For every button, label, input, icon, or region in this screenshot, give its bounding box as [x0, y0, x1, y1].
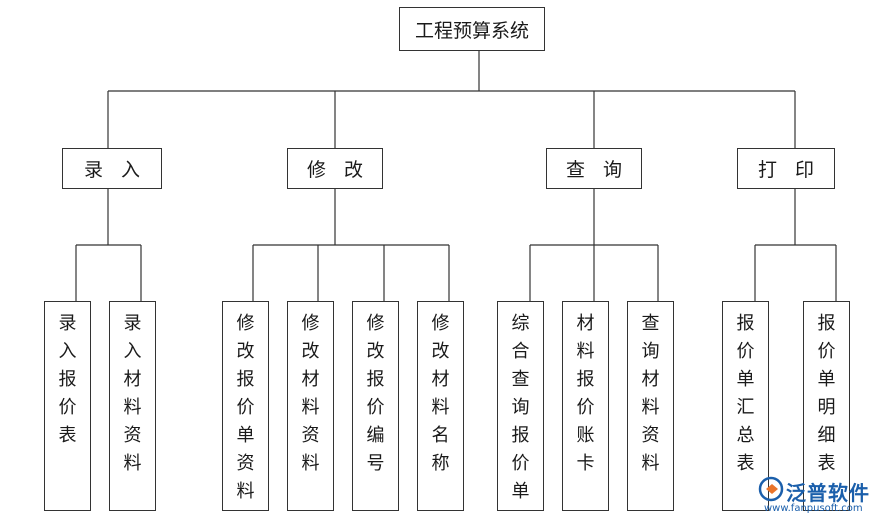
leaf-node: 报价单汇总表	[722, 301, 769, 511]
watermark-url: www.fanpusoft.com	[764, 503, 863, 514]
leaf-node: 材料报价账卡	[562, 301, 609, 511]
leaf-node: 查询材料资料	[627, 301, 674, 511]
category-node: 修改	[287, 148, 383, 189]
category-node: 打印	[737, 148, 835, 189]
leaf-node: 报价单明细表	[803, 301, 850, 511]
watermark-name: 泛普软件	[786, 481, 870, 505]
leaf-node: 录入报价表	[44, 301, 91, 511]
category-node: 录入	[62, 148, 162, 189]
fanpu-logo-icon	[758, 476, 784, 502]
leaf-node: 综合查询报价单	[497, 301, 544, 511]
leaf-node: 录入材料资料	[109, 301, 156, 511]
leaf-node: 修改材料名称	[417, 301, 464, 511]
leaf-node: 修改材料资料	[287, 301, 334, 511]
category-node: 查询	[546, 148, 642, 189]
brand-watermark: 泛普软件 www.fanpusoft.com	[752, 472, 883, 523]
leaf-node: 修改报价单资料	[222, 301, 269, 511]
root-node: 工程预算系统	[399, 7, 545, 51]
leaf-node: 修改报价编号	[352, 301, 399, 511]
